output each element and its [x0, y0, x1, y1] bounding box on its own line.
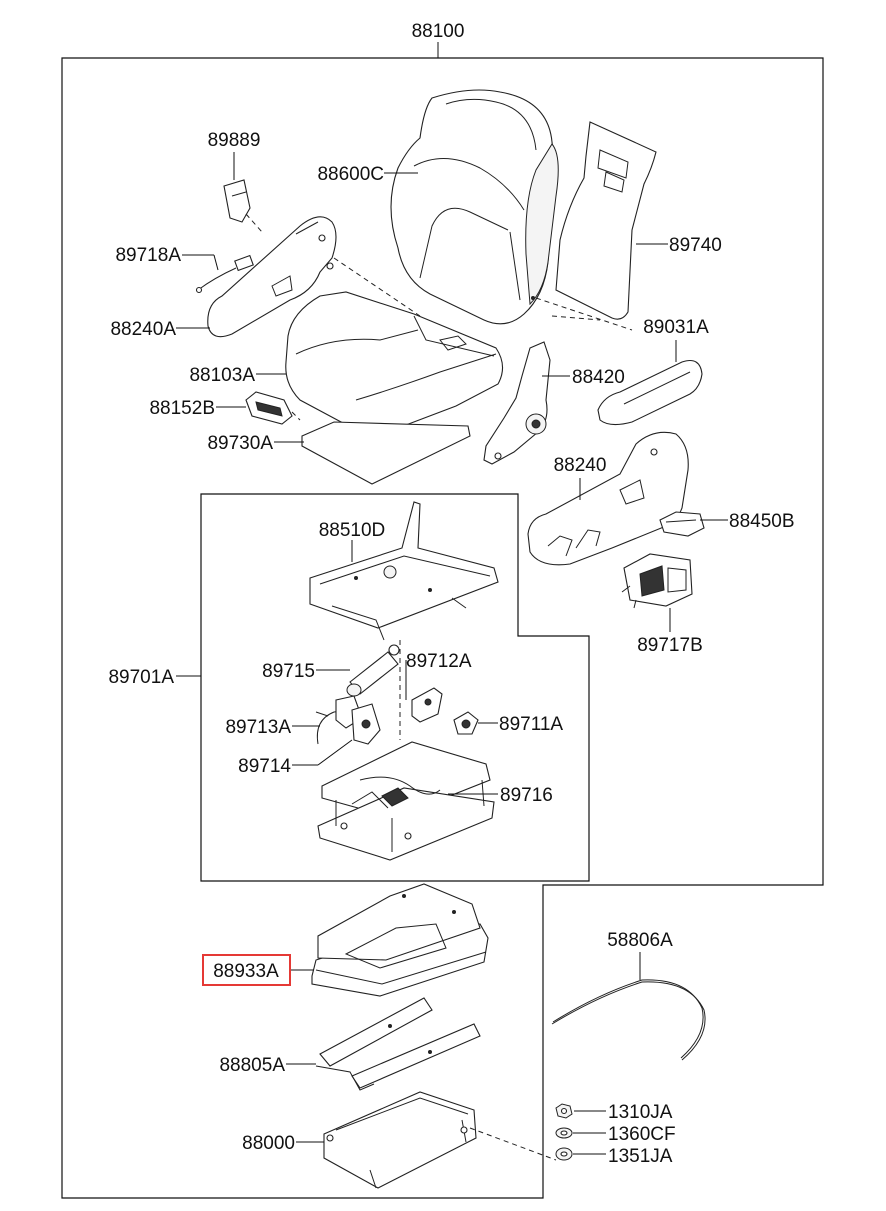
knob-88450B [659, 511, 705, 537]
rail-88805A [315, 997, 481, 1091]
switch-89717B [621, 553, 693, 609]
label-88420: 88420 [572, 367, 625, 388]
label-88000: 88000 [242, 1133, 295, 1154]
label-89701A: 89701A [108, 667, 174, 688]
bracket-89712A [411, 687, 443, 723]
base-88000 [323, 1091, 477, 1189]
nut-1310JA [555, 1103, 573, 1119]
highlight-box-88933A [202, 954, 291, 986]
seat-cushion-88103A [285, 291, 504, 435]
label-89712A: 89712A [406, 651, 472, 672]
label-89889: 89889 [208, 130, 261, 151]
label-89714: 89714 [238, 756, 291, 777]
assembly-outer-frame [61, 57, 824, 1199]
motor-89711A [453, 711, 479, 735]
label-88240A: 88240A [110, 319, 176, 340]
label-58806A: 58806A [607, 930, 673, 951]
seat-back-cover-88600C [390, 89, 559, 325]
label-88600C: 88600C [317, 164, 384, 185]
heater-pad-89730A [301, 421, 471, 485]
label-89740: 89740 [669, 235, 722, 256]
recliner-88420 [483, 341, 551, 465]
label-89031A: 89031A [643, 317, 709, 338]
label-88152B: 88152B [149, 398, 215, 419]
gear-89714 [351, 703, 381, 745]
label-1351JA: 1351JA [608, 1146, 673, 1167]
side-cover-88240A [207, 216, 337, 338]
side-shield-88240 [527, 431, 689, 566]
latch-88152B [245, 391, 293, 425]
label-88805A: 88805A [219, 1055, 285, 1076]
label-88103A: 88103A [189, 365, 255, 386]
label-1310JA: 1310JA [608, 1102, 673, 1123]
label-89730A: 89730A [207, 433, 273, 454]
upper-frame-88510D [309, 501, 499, 641]
wire-58806A [551, 979, 706, 1061]
lower-frame-89716 [317, 741, 495, 861]
label-89716: 89716 [500, 785, 553, 806]
label-89711A: 89711A [499, 714, 563, 735]
label-89717B: 89717B [637, 635, 703, 656]
label-88510D: 88510D [319, 520, 386, 541]
label-88240: 88240 [554, 455, 607, 476]
label-89715: 89715 [262, 661, 315, 682]
back-board-89740 [531, 121, 657, 320]
nut-1351JA [555, 1147, 573, 1161]
label-89718A: 89718A [115, 245, 181, 266]
label-1360CF: 1360CF [608, 1124, 676, 1145]
recliner-handle-89889 [223, 179, 251, 223]
gas-spring-89715 [346, 644, 400, 697]
label-88933A: 88933A [213, 961, 279, 982]
label-88100: 88100 [412, 21, 465, 42]
label-88450B: 88450B [729, 511, 795, 532]
washer-1360CF [555, 1127, 573, 1139]
subassembly-89701A-frame [200, 493, 590, 882]
cover-89031A [597, 359, 703, 426]
cable-89718A [195, 254, 254, 294]
tray-88933A [311, 883, 489, 997]
label-89713A: 89713A [225, 717, 291, 738]
